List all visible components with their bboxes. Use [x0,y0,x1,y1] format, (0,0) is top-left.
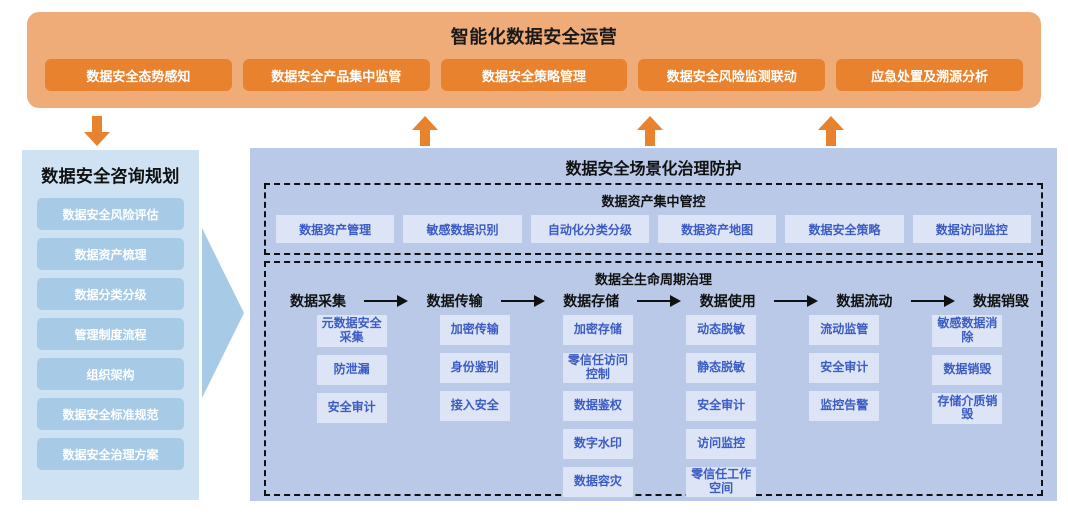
stage-cell-collection-security-audit[interactable]: 安全审计 [316,392,387,423]
consulting-item-management-process[interactable]: 管理制度流程 [37,318,184,350]
stage-cell-identity-authentication[interactable]: 身份鉴别 [439,353,510,383]
operations-item-product-supervision[interactable]: 数据安全产品集中监管 [242,59,430,91]
right-arrow-icon-2 [483,294,564,308]
stage-cell-leak-prevention[interactable]: 防泄漏 [316,354,387,385]
right-arrow-icon-3 [619,294,700,308]
consulting-title: 数据安全咨询规划 [41,167,180,186]
consulting-item-governance-plan[interactable]: 数据安全治理方案 [37,438,184,470]
asset-item-security-policy[interactable]: 数据安全策略 [785,215,904,243]
stage-cell-dynamic-masking[interactable]: 动态脱敏 [686,315,757,345]
stage-cell-access-security[interactable]: 接入安全 [439,391,510,421]
consulting-panel: 数据安全咨询规划 数据安全风险评估 数据资产梳理 数据分类分级 管理制度流程 组… [22,150,199,500]
stage-cell-usage-security-audit[interactable]: 安全审计 [686,391,757,421]
consulting-item-risk-assessment[interactable]: 数据安全风险评估 [37,198,184,230]
asset-item-asset-map[interactable]: 数据资产地图 [657,215,777,243]
stage-column-collection: 元数据安全采集 防泄漏 安全审计 [290,315,413,490]
asset-control-item-list: 数据资产管理 敏感数据识别 自动化分类分级 数据资产地图 数据安全策略 数据访问… [276,215,1031,243]
operations-item-situational-awareness[interactable]: 数据安全态势感知 [45,59,232,91]
stage-cell-digital-watermark[interactable]: 数字水印 [562,429,633,459]
asset-item-access-monitoring[interactable]: 数据访问监控 [912,215,1031,243]
stage-cell-zero-trust-access-control[interactable]: 零信任访问控制 [562,353,633,383]
stage-cell-zero-trust-workspace[interactable]: 零信任工作空间 [686,467,757,497]
stage-label-collection: 数据采集 [290,293,346,309]
lifecycle-stage-columns: 元数据安全采集 防泄漏 安全审计 加密传输 身份鉴别 接入安全 加密存储 零信任… [290,315,1029,497]
operations-item-emergency-response[interactable]: 应急处置及溯源分析 [836,59,1023,91]
stage-column-destruction: 敏感数据消除 数据销毁 存储介质销毁 [906,315,1029,490]
asset-item-sensitive-identification[interactable]: 敏感数据识别 [403,215,522,243]
stage-cell-monitoring-alert[interactable]: 监控告警 [809,391,880,421]
operations-item-list: 数据安全态势感知 数据安全产品集中监管 数据安全策略管理 数据安全风险监测联动 … [45,59,1023,91]
stage-cell-disaster-recovery[interactable]: 数据容灾 [562,467,633,497]
stage-cell-encrypted-storage[interactable]: 加密存储 [562,315,633,345]
stage-cell-flow-security-audit[interactable]: 安全审计 [809,353,880,383]
operations-title: 智能化数据安全运营 [450,27,618,47]
stage-label-storage: 数据存储 [563,293,620,309]
stage-cell-encrypted-transmission[interactable]: 加密传输 [439,315,510,345]
stage-label-flow: 数据流动 [836,293,893,309]
scene-governance-panel: 数据安全场景化治理防护 数据资产集中管控 数据资产管理 敏感数据识别 自动化分类… [250,148,1057,501]
asset-item-asset-management[interactable]: 数据资产管理 [276,215,395,243]
right-arrow-icon-5 [892,294,973,308]
asset-control-title: 数据资产集中管控 [601,194,706,209]
stage-cell-media-destruction[interactable]: 存储介质销毁 [932,392,1003,425]
consulting-item-classification[interactable]: 数据分类分级 [37,278,184,310]
operations-panel: 智能化数据安全运营 数据安全态势感知 数据安全产品集中监管 数据安全策略管理 数… [27,12,1041,108]
right-arrow-icon-4 [756,294,837,308]
operations-item-policy-management[interactable]: 数据安全策略管理 [440,59,628,91]
stage-label-destruction: 数据销毁 [972,293,1029,309]
up-arrow-icon-3 [818,116,844,146]
stage-column-usage: 动态脱敏 静态脱敏 安全审计 访问监控 零信任工作空间 [660,315,783,497]
stage-column-transmission: 加密传输 身份鉴别 接入安全 [413,315,536,490]
right-arrow-icon-1 [346,294,427,308]
stage-cell-metadata-secure-collection[interactable]: 元数据安全采集 [316,315,387,347]
asset-control-section: 数据资产集中管控 数据资产管理 敏感数据识别 自动化分类分级 数据资产地图 数据… [264,183,1043,255]
scene-governance-title: 数据安全场景化治理防护 [565,161,742,178]
stage-cell-static-masking[interactable]: 静态脱敏 [686,353,757,383]
up-arrow-icon-2 [637,116,663,146]
consulting-item-standards[interactable]: 数据安全标准规范 [37,398,184,430]
stage-cell-flow-supervision[interactable]: 流动监管 [809,315,880,345]
stage-label-transmission: 数据传输 [426,293,483,309]
asset-item-auto-classification[interactable]: 自动化分类分级 [530,215,649,243]
operations-item-risk-monitoring[interactable]: 数据安全风险监测联动 [638,59,826,91]
consulting-item-asset-inventory[interactable]: 数据资产梳理 [37,238,184,270]
stage-label-usage: 数据使用 [699,293,756,309]
stage-cell-data-authorization[interactable]: 数据鉴权 [562,391,633,421]
consulting-item-org-structure[interactable]: 组织架构 [37,358,184,390]
up-arrow-icon-1 [412,116,438,146]
lifecycle-section: 数据全生命周期治理 数据采集 数据传输 数据存储 数据使用 数据流动 数据销毁 … [264,261,1043,497]
consulting-item-list: 数据安全风险评估 数据资产梳理 数据分类分级 管理制度流程 组织架构 数据安全标… [37,198,184,470]
stage-cell-data-destruction[interactable]: 数据销毁 [932,354,1003,385]
stage-column-flow: 流动监管 安全审计 监控告警 [783,315,906,490]
down-arrow-icon [84,116,110,146]
right-triangle-arrow-icon [202,228,244,398]
stage-cell-sensitive-data-erasure[interactable]: 敏感数据消除 [932,315,1003,347]
lifecycle-title: 数据全生命周期治理 [594,272,712,287]
stage-cell-access-monitoring[interactable]: 访问监控 [686,429,757,459]
stage-column-storage: 加密存储 零信任访问控制 数据鉴权 数字水印 数据容灾 [536,315,659,497]
lifecycle-stage-header: 数据采集 数据传输 数据存储 数据使用 数据流动 数据销毁 [290,291,1029,311]
